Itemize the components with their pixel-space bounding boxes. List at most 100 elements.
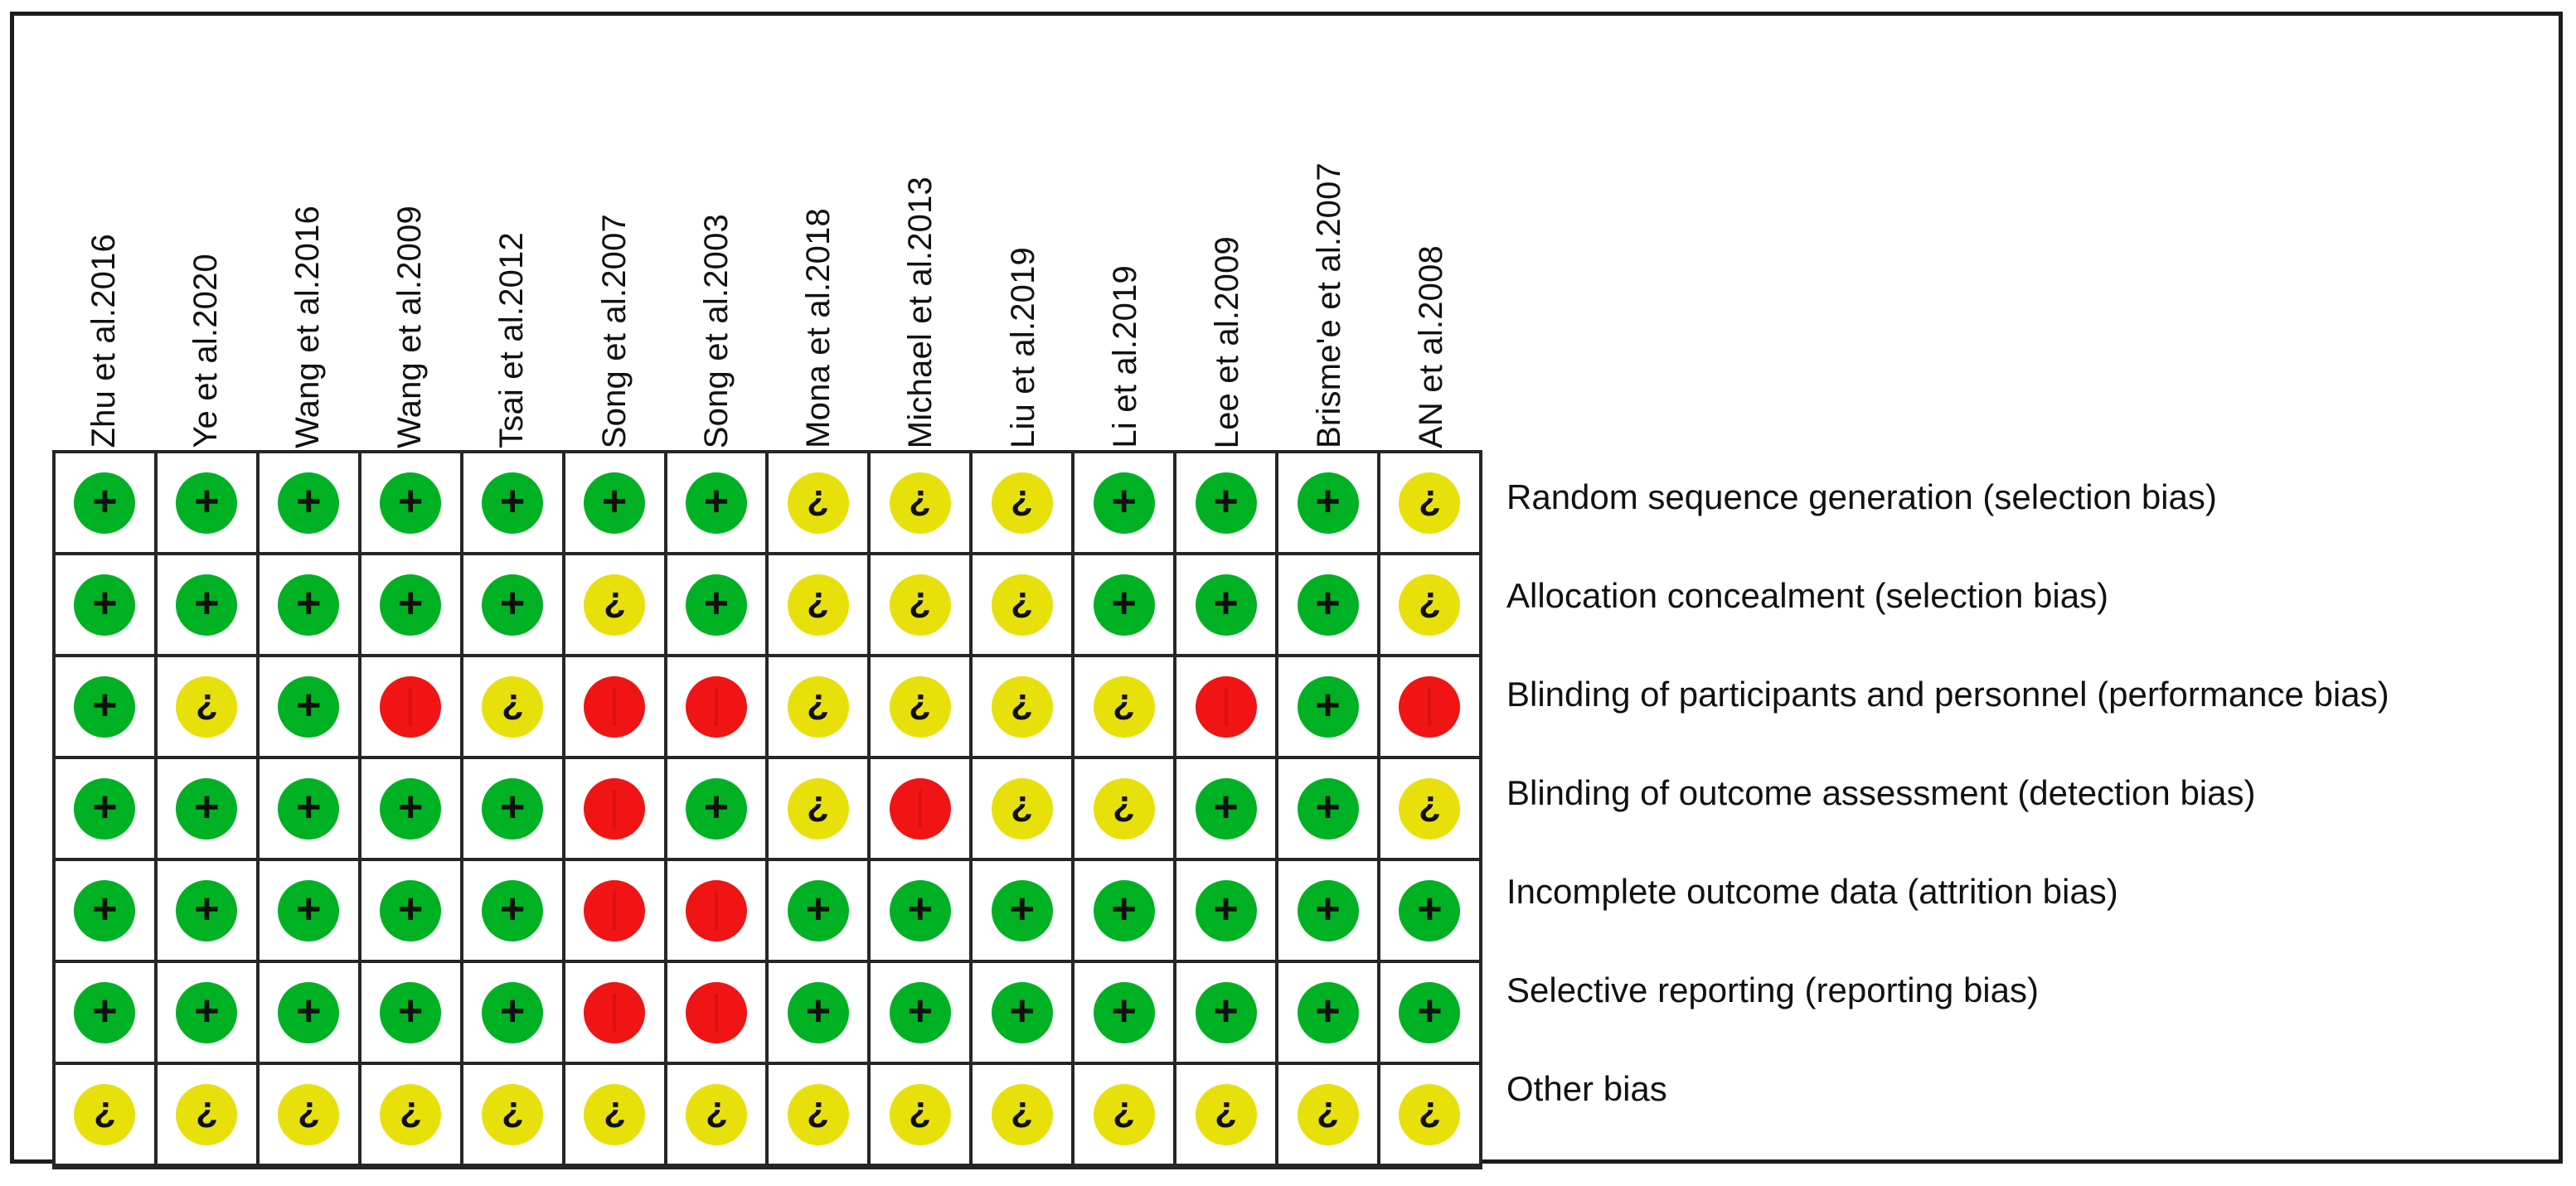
judgement-cell[interactable]: + xyxy=(157,453,260,552)
judgement-cell[interactable]: + xyxy=(1075,861,1177,960)
judgement-cell[interactable]: ? xyxy=(973,1065,1075,1164)
judgement-cell[interactable]: ? xyxy=(1380,453,1479,552)
judgement-cell[interactable]: + xyxy=(667,555,769,654)
judgement-cell[interactable]: + xyxy=(56,555,158,654)
judgement-cell[interactable]: + xyxy=(463,453,565,552)
judgement-cell[interactable]: ? xyxy=(361,1065,463,1164)
judgement-cell[interactable]: + xyxy=(1176,861,1279,960)
judgement-cell[interactable]: ? xyxy=(973,759,1075,858)
judgement-cell[interactable]: ? xyxy=(769,453,871,552)
judgement-cell[interactable]: ? xyxy=(56,1065,158,1164)
judgement-cell[interactable]: + xyxy=(463,861,565,960)
judgement-cell[interactable]: – xyxy=(667,861,769,960)
judgement-cell[interactable]: + xyxy=(1176,759,1279,858)
judgement-cell[interactable]: + xyxy=(1176,555,1279,654)
judgement-cell[interactable]: + xyxy=(973,861,1075,960)
judgement-cell[interactable]: ? xyxy=(1278,1065,1380,1164)
judgement-cell[interactable]: + xyxy=(463,555,565,654)
judgement-cell[interactable]: ? xyxy=(1075,657,1177,756)
judgement-cell[interactable]: + xyxy=(1380,861,1479,960)
judgement-cell[interactable]: – xyxy=(871,759,973,858)
judgement-cell[interactable]: – xyxy=(565,657,667,756)
judgement-cell[interactable]: ? xyxy=(1075,759,1177,858)
judgement-cell[interactable]: ? xyxy=(259,1065,361,1164)
judgement-cell[interactable]: + xyxy=(56,453,158,552)
judgement-cell[interactable]: + xyxy=(1278,759,1380,858)
judgement-cell[interactable]: + xyxy=(871,861,973,960)
judgement-cell[interactable]: + xyxy=(56,963,158,1062)
judgement-cell[interactable]: ? xyxy=(1075,1065,1177,1164)
judgement-cell[interactable]: + xyxy=(361,861,463,960)
judgement-cell[interactable]: ? xyxy=(871,555,973,654)
judgement-cell[interactable]: + xyxy=(463,963,565,1062)
judgement-cell[interactable]: ? xyxy=(667,1065,769,1164)
judgement-cell[interactable]: + xyxy=(1075,963,1177,1062)
judgement-cell[interactable]: ? xyxy=(157,657,260,756)
judgement-cell[interactable]: ? xyxy=(871,453,973,552)
judgement-cell[interactable]: + xyxy=(259,861,361,960)
judgement-cell[interactable]: ? xyxy=(769,555,871,654)
judgement-cell[interactable]: – xyxy=(565,861,667,960)
judgement-cell[interactable]: – xyxy=(1380,657,1479,756)
judgement-cell[interactable]: ? xyxy=(973,555,1075,654)
judgement-cell[interactable]: + xyxy=(1075,453,1177,552)
judgement-cell[interactable]: ? xyxy=(973,453,1075,552)
judgement-cell[interactable]: + xyxy=(259,555,361,654)
judgement-cell[interactable]: ? xyxy=(871,657,973,756)
judgement-cell[interactable]: ? xyxy=(565,555,667,654)
judgement-cell[interactable]: + xyxy=(1075,555,1177,654)
judgement-cell[interactable]: ? xyxy=(1380,1065,1479,1164)
judgement-cell[interactable]: + xyxy=(56,861,158,960)
judgement-cell[interactable]: ? xyxy=(769,759,871,858)
judgement-cell[interactable]: ? xyxy=(1380,555,1479,654)
judgement-cell[interactable]: ? xyxy=(565,1065,667,1164)
judgement-cell[interactable]: ? xyxy=(769,1065,871,1164)
judgement-cell[interactable]: + xyxy=(361,555,463,654)
judgement-cell[interactable]: + xyxy=(1278,555,1380,654)
judgement-cell[interactable]: – xyxy=(667,657,769,756)
judgement-cell[interactable]: + xyxy=(259,453,361,552)
judgement-cell[interactable]: + xyxy=(361,759,463,858)
judgement-cell[interactable]: ? xyxy=(463,1065,565,1164)
judgement-cell[interactable]: ? xyxy=(871,1065,973,1164)
judgement-cell[interactable]: + xyxy=(1176,453,1279,552)
judgement-cell[interactable]: – xyxy=(667,963,769,1062)
judgement-cell[interactable]: + xyxy=(157,861,260,960)
judgement-cell[interactable]: ? xyxy=(769,657,871,756)
judgement-cell[interactable]: + xyxy=(1278,861,1380,960)
judgement-cell[interactable]: + xyxy=(463,759,565,858)
judgement-cell[interactable]: – xyxy=(1176,657,1279,756)
judgement-cell[interactable]: + xyxy=(871,963,973,1062)
judgement-cell[interactable]: + xyxy=(973,963,1075,1062)
judgement-cell[interactable]: + xyxy=(157,759,260,858)
judgement-cell[interactable]: + xyxy=(1278,963,1380,1062)
judgement-cell[interactable]: + xyxy=(769,861,871,960)
judgement-cell[interactable]: – xyxy=(361,657,463,756)
judgement-cell[interactable]: + xyxy=(769,963,871,1062)
judgement-cell[interactable]: – xyxy=(565,759,667,858)
judgement-cell[interactable]: + xyxy=(1380,963,1479,1062)
judgement-cell[interactable]: + xyxy=(667,453,769,552)
judgement-cell[interactable]: + xyxy=(259,963,361,1062)
judgement-cell[interactable]: ? xyxy=(463,657,565,756)
judgement-cell[interactable]: – xyxy=(565,963,667,1062)
judgement-cell[interactable]: + xyxy=(56,657,158,756)
judgement-cell[interactable]: + xyxy=(361,453,463,552)
judgement-cell[interactable]: + xyxy=(565,453,667,552)
judgement-cell[interactable]: + xyxy=(259,657,361,756)
judgement-cell[interactable]: + xyxy=(157,963,260,1062)
judgement-high-risk-icon: – xyxy=(584,777,646,840)
judgement-cell[interactable]: ? xyxy=(1176,1065,1279,1164)
judgement-cell[interactable]: + xyxy=(1278,657,1380,756)
judgement-cell[interactable]: + xyxy=(1176,963,1279,1062)
judgement-cell[interactable]: + xyxy=(1278,453,1380,552)
judgement-cell[interactable]: ? xyxy=(1380,759,1479,858)
judgement-cell[interactable]: ? xyxy=(157,1065,260,1164)
judgement-cell[interactable]: + xyxy=(667,759,769,858)
judgement-cell[interactable]: ? xyxy=(973,657,1075,756)
judgement-cell[interactable]: + xyxy=(259,759,361,858)
judgement-glyph: + xyxy=(805,986,832,1035)
judgement-cell[interactable]: + xyxy=(56,759,158,858)
judgement-cell[interactable]: + xyxy=(361,963,463,1062)
judgement-cell[interactable]: + xyxy=(157,555,260,654)
